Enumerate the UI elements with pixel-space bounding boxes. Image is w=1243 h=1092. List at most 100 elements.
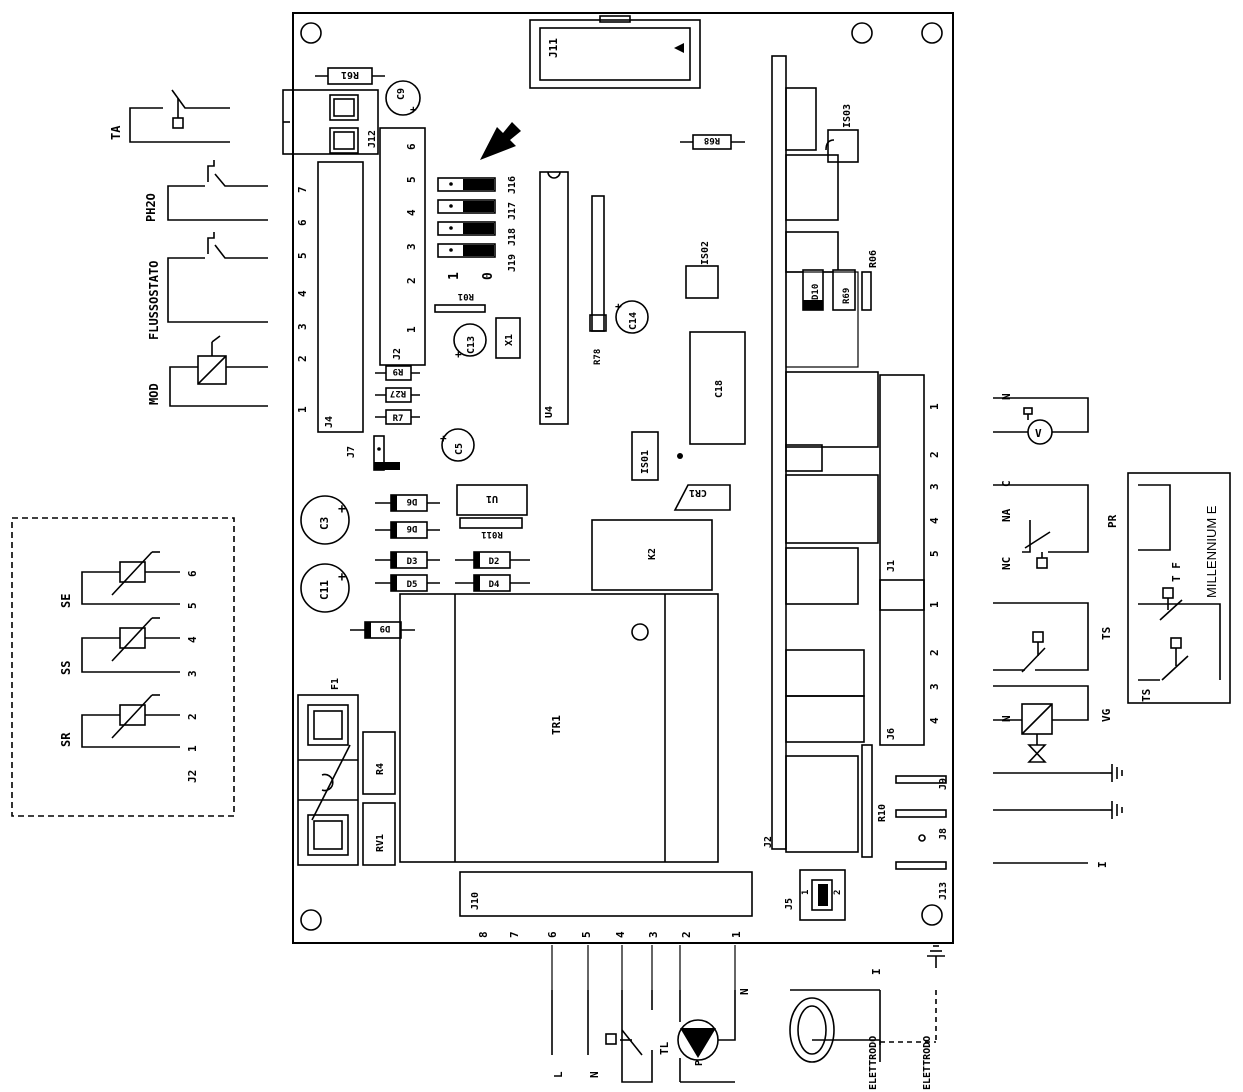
mount-hole	[300, 22, 322, 44]
svg-text:L: L	[552, 1071, 565, 1078]
svg-text:FLUSSOSTATO: FLUSSOSTATO	[147, 261, 161, 340]
mount-hole	[921, 22, 943, 44]
svg-text:J13: J13	[938, 882, 949, 900]
svg-text:R9: R9	[393, 366, 404, 376]
sensor-is03: IS03	[785, 87, 859, 273]
svg-text:3: 3	[186, 670, 199, 677]
svg-text:5: 5	[580, 931, 593, 938]
svg-text:4: 4	[928, 717, 941, 724]
svg-text:J2: J2	[392, 348, 403, 360]
svg-text:J4: J4	[324, 416, 335, 428]
svg-text:TS: TS	[1100, 627, 1113, 640]
resistor-r78: R78	[589, 195, 607, 365]
svg-text:PH2O: PH2O	[144, 193, 158, 222]
svg-text:C13: C13	[466, 336, 477, 354]
svg-text:C9: C9	[396, 88, 407, 100]
svg-text:T F: T F	[1170, 562, 1183, 582]
svg-text:1: 1	[186, 745, 199, 752]
sensor-se: SE	[59, 551, 180, 608]
diode-d2: D2	[455, 551, 530, 569]
svg-text:U4: U4	[544, 406, 555, 418]
svg-text:CR1: CR1	[689, 487, 707, 498]
pressure-switch: C NA NC PR	[993, 480, 1119, 570]
control-board: J11 R61 C9 + J12 1	[282, 12, 954, 944]
svg-text:4: 4	[405, 209, 418, 216]
svg-text:4: 4	[186, 636, 199, 643]
bottom-wiring: L N TL P N ELETTRODO	[551, 945, 946, 1090]
svg-text:6: 6	[296, 219, 309, 226]
svg-text:D10: D10	[811, 284, 821, 300]
modulator-coil: MOD	[147, 335, 268, 407]
svg-text:J1: J1	[886, 560, 897, 572]
svg-text:1: 1	[730, 931, 743, 938]
resistor-r7: R7	[375, 409, 420, 425]
ground-icon	[1099, 763, 1123, 783]
varistor-rv1: RV1	[362, 802, 396, 866]
svg-text:SR: SR	[59, 732, 73, 747]
svg-text:3: 3	[647, 931, 660, 938]
svg-text:7: 7	[508, 931, 521, 938]
daughter-board: J2	[763, 55, 787, 850]
svg-text:R78: R78	[593, 349, 603, 365]
sensor-is02: IS02	[685, 241, 719, 299]
svg-text:P: P	[694, 1060, 705, 1066]
svg-text:C14: C14	[628, 312, 639, 330]
capacitor-c11: C11 +	[300, 563, 350, 613]
svg-text:J2: J2	[763, 836, 774, 848]
transformer-tr1: TR1	[399, 593, 719, 863]
arrow-indicator	[480, 122, 521, 160]
sensor-is01: IS01	[631, 431, 659, 481]
svg-text:N: N	[738, 988, 751, 995]
svg-text:V: V	[1035, 427, 1042, 440]
svg-text:D3: D3	[407, 557, 418, 567]
svg-text:5: 5	[928, 550, 941, 557]
diode-d10: D10	[802, 269, 824, 311]
svg-text:C5: C5	[454, 443, 465, 455]
connector-j10: J10 8 7 6 5 4 3 2 1	[459, 871, 753, 938]
right-wiring: N V C NA NC PR TS	[993, 393, 1123, 868]
svg-text:IS03: IS03	[842, 104, 853, 128]
svg-text:J18: J18	[507, 228, 518, 246]
connector-j1: J1 1 2 3 4 5	[879, 374, 941, 611]
svg-text:IS01: IS01	[640, 450, 651, 474]
svg-text:1: 1	[296, 406, 309, 413]
diode-d6a: D6	[375, 494, 440, 512]
svg-text:N: N	[1000, 715, 1013, 722]
svg-text:3: 3	[405, 243, 418, 250]
svg-text:K2: K2	[647, 548, 658, 560]
resistor-r4: R4	[362, 731, 396, 795]
svg-text:J12: J12	[367, 130, 378, 148]
electrode-ground: ELETTRODO	[880, 945, 946, 1090]
connector-j6: J6 1 2 3 4	[879, 579, 941, 746]
svg-text:2: 2	[833, 890, 843, 895]
svg-text:1: 1	[447, 272, 462, 280]
gas-valve: N VG	[993, 685, 1113, 763]
mount-hole	[851, 22, 873, 44]
svg-text:RV1: RV1	[375, 834, 386, 852]
svg-text:1: 1	[928, 403, 941, 410]
svg-text:R7: R7	[393, 414, 404, 424]
ground-tabs: J9 J8 J13	[895, 775, 949, 900]
diode-d3: D3	[375, 551, 440, 569]
svg-text:VG: VG	[1100, 708, 1113, 722]
fan-motor: N V	[993, 393, 1089, 445]
connector-j11: J11	[529, 15, 701, 89]
component-cr1: CR1	[673, 484, 731, 511]
relay-blocks	[785, 371, 879, 853]
svg-text:TR1: TR1	[550, 715, 563, 735]
svg-text:R27: R27	[390, 388, 406, 398]
crystal-x1: X1	[495, 317, 521, 359]
svg-text:2: 2	[928, 451, 941, 458]
svg-text:D6: D6	[407, 523, 418, 533]
svg-text:NC: NC	[1000, 557, 1013, 570]
svg-text:ELETTRODO: ELETTRODO	[868, 1036, 879, 1090]
svg-text:X1: X1	[504, 334, 515, 346]
svg-text:I: I	[870, 968, 883, 975]
svg-text:C11: C11	[318, 580, 331, 600]
svg-text:5: 5	[405, 176, 418, 183]
capacitor-c5: C5 +	[440, 428, 475, 462]
svg-text:U1: U1	[486, 493, 498, 504]
svg-text:D5: D5	[407, 580, 418, 590]
svg-text:MILLENNIUM E: MILLENNIUM E	[1204, 505, 1219, 598]
